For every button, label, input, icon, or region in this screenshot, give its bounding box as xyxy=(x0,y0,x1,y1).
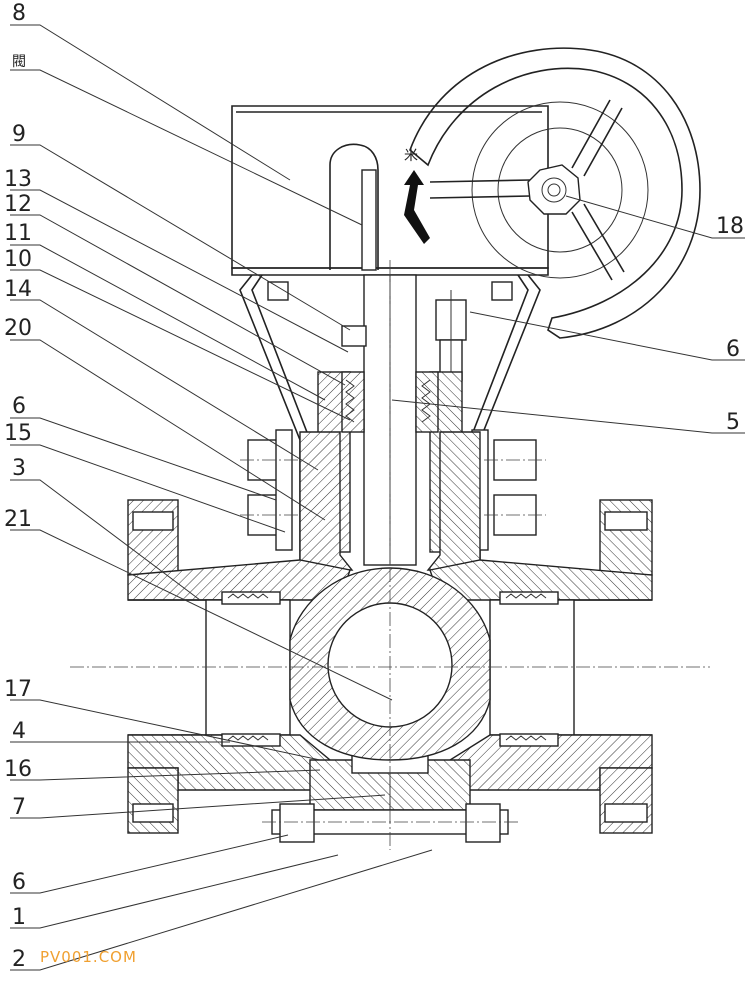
watermark: PV001.COM xyxy=(40,948,137,966)
indicator-glyph: 米 xyxy=(404,148,418,164)
leader-lines xyxy=(10,24,745,971)
callout-10: 10 xyxy=(4,247,32,272)
callout-13: 13 xyxy=(4,167,32,192)
gland-bolt xyxy=(435,290,467,381)
callout-1: 1 xyxy=(12,905,26,930)
callout-11: 11 xyxy=(4,221,32,246)
callout-labels: 8 閥 9 13 12 11 10 14 20 6 15 3 21 17 4 1… xyxy=(4,1,744,972)
callout-7: 7 xyxy=(12,795,26,820)
callout-9: 9 xyxy=(12,122,26,147)
callout-18: 18 xyxy=(716,214,744,239)
callout-14: 14 xyxy=(4,277,32,302)
callout-20: 20 xyxy=(4,316,32,341)
callout-16: 16 xyxy=(4,757,32,782)
callout-5: 5 xyxy=(726,410,740,435)
callout-3: 3 xyxy=(12,456,26,481)
handwheel xyxy=(409,47,701,339)
position-indicator: 米 xyxy=(329,143,430,271)
callout-6-right: 6 xyxy=(726,337,740,362)
callout-small-glyph: 閥 xyxy=(12,54,26,70)
gearbox-housing xyxy=(231,105,549,276)
callout-6-upper: 6 xyxy=(12,394,26,419)
callout-17: 17 xyxy=(4,677,32,702)
callout-21: 21 xyxy=(4,507,32,532)
callout-8: 8 xyxy=(12,1,26,26)
callout-2: 2 xyxy=(12,947,26,972)
callout-15: 15 xyxy=(4,421,32,446)
callout-4: 4 xyxy=(12,719,26,744)
callout-6-lower: 6 xyxy=(12,870,26,895)
callout-12: 12 xyxy=(4,192,32,217)
